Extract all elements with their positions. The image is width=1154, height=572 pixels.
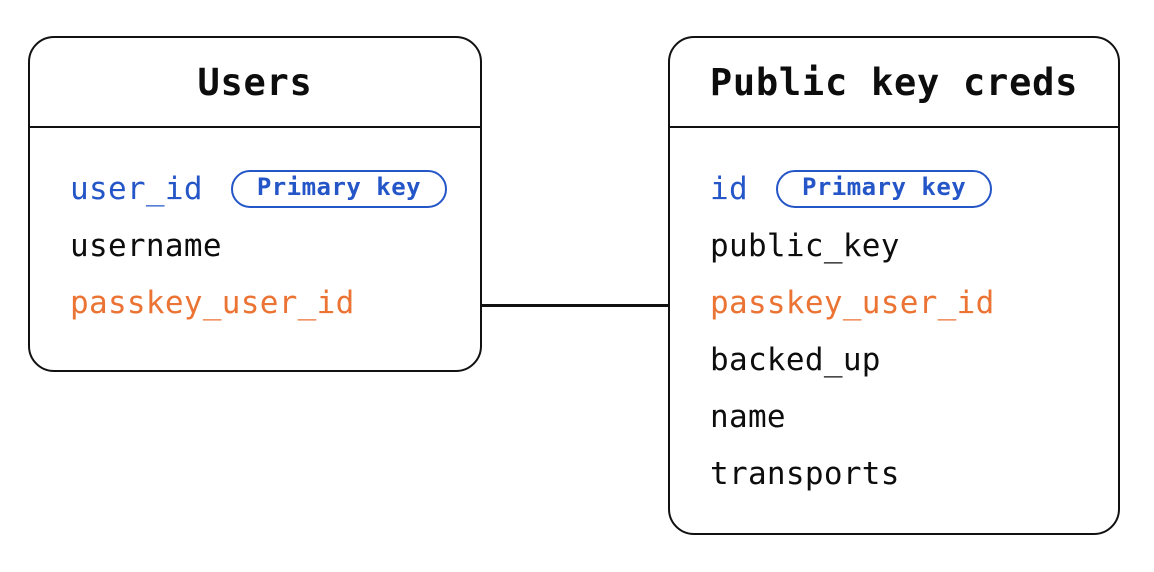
public-key-creds-table-body: id Primary key public_key passkey_user_i… [670,128,1118,502]
users-table-header: Users [30,38,480,128]
field-row-passkey-user-id: passkey_user_id [710,274,1102,331]
field-row-name: name [710,388,1102,445]
users-table-node: Users user_id Primary key username passk… [28,36,482,372]
users-table-title: Users [197,60,313,104]
field-row-user-id: user_id Primary key [70,160,464,217]
field-row-public-key: public_key [710,217,1102,274]
field-backed-up: backed_up [710,341,881,378]
public-key-creds-table-header: Public key creds [670,38,1118,128]
field-row-transports: transports [710,445,1102,502]
field-row-backed-up: backed_up [710,331,1102,388]
field-transports: transports [710,455,900,492]
relationship-connector-line [478,304,672,307]
field-passkey-user-id: passkey_user_id [710,284,995,321]
field-public-key: public_key [710,227,900,264]
field-row-username: username [70,217,464,274]
field-row-passkey-user-id: passkey_user_id [70,274,464,331]
primary-key-badge: Primary key [230,169,448,208]
field-passkey-user-id: passkey_user_id [70,284,355,321]
field-username: username [70,227,222,264]
public-key-creds-table-title: Public key creds [709,60,1079,104]
field-id: id [710,170,748,207]
field-name: name [710,398,786,435]
field-row-id: id Primary key [710,160,1102,217]
primary-key-badge: Primary key [775,169,993,208]
public-key-creds-table-node: Public key creds id Primary key public_k… [668,36,1120,535]
users-table-body: user_id Primary key username passkey_use… [30,128,480,331]
field-user-id: user_id [70,170,203,207]
